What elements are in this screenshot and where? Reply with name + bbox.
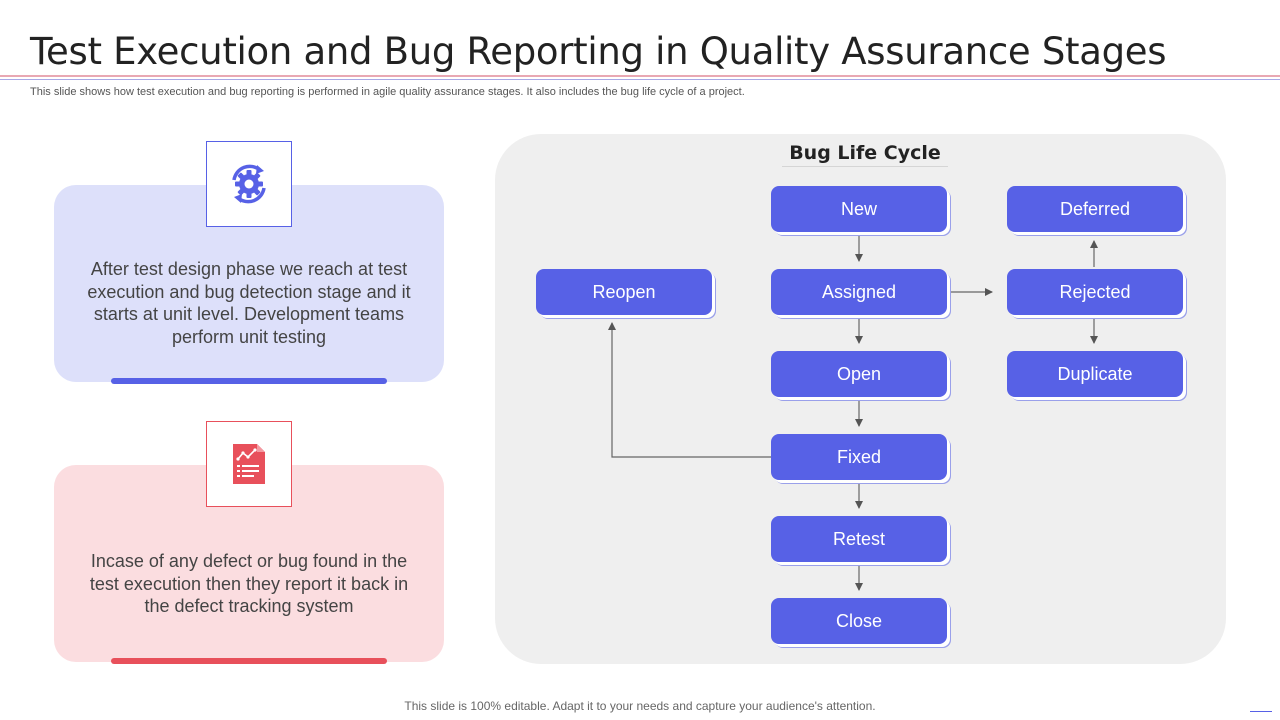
icon-box-gear [206, 141, 292, 227]
node-rejected: Rejected [1007, 269, 1183, 315]
arrow-fixed-to-reopen [608, 322, 771, 458]
node-reopen: Reopen [536, 269, 712, 315]
footer-note: This slide is 100% editable. Adapt it to… [404, 699, 876, 713]
node-fixed: Fixed [771, 434, 947, 480]
info-card-accent-bar [111, 378, 387, 384]
info-card-accent-bar [111, 658, 387, 664]
node-new: New [771, 186, 947, 232]
info-card-text: Incase of any defect or bug found in the… [89, 551, 409, 616]
corner-accent-line [1250, 711, 1272, 712]
node-close: Close [771, 598, 947, 644]
node-open: Open [771, 351, 947, 397]
info-card-text: After test design phase we reach at test… [87, 259, 411, 347]
page-title: Test Execution and Bug Reporting in Qual… [30, 30, 1167, 73]
page-subtitle: This slide shows how test execution and … [30, 86, 745, 98]
node-assigned: Assigned [771, 269, 947, 315]
info-card-defect-tracking: Incase of any defect or bug found in the… [54, 465, 444, 664]
node-retest: Retest [771, 516, 947, 562]
diagram-title: Bug Life Cycle [782, 139, 948, 167]
gear-cycle-icon [232, 164, 266, 204]
title-divider [0, 75, 1280, 77]
node-duplicate: Duplicate [1007, 351, 1183, 397]
title-divider-secondary [0, 79, 1280, 80]
icon-box-report [206, 421, 292, 507]
report-document-icon [233, 444, 265, 484]
node-deferred: Deferred [1007, 186, 1183, 232]
